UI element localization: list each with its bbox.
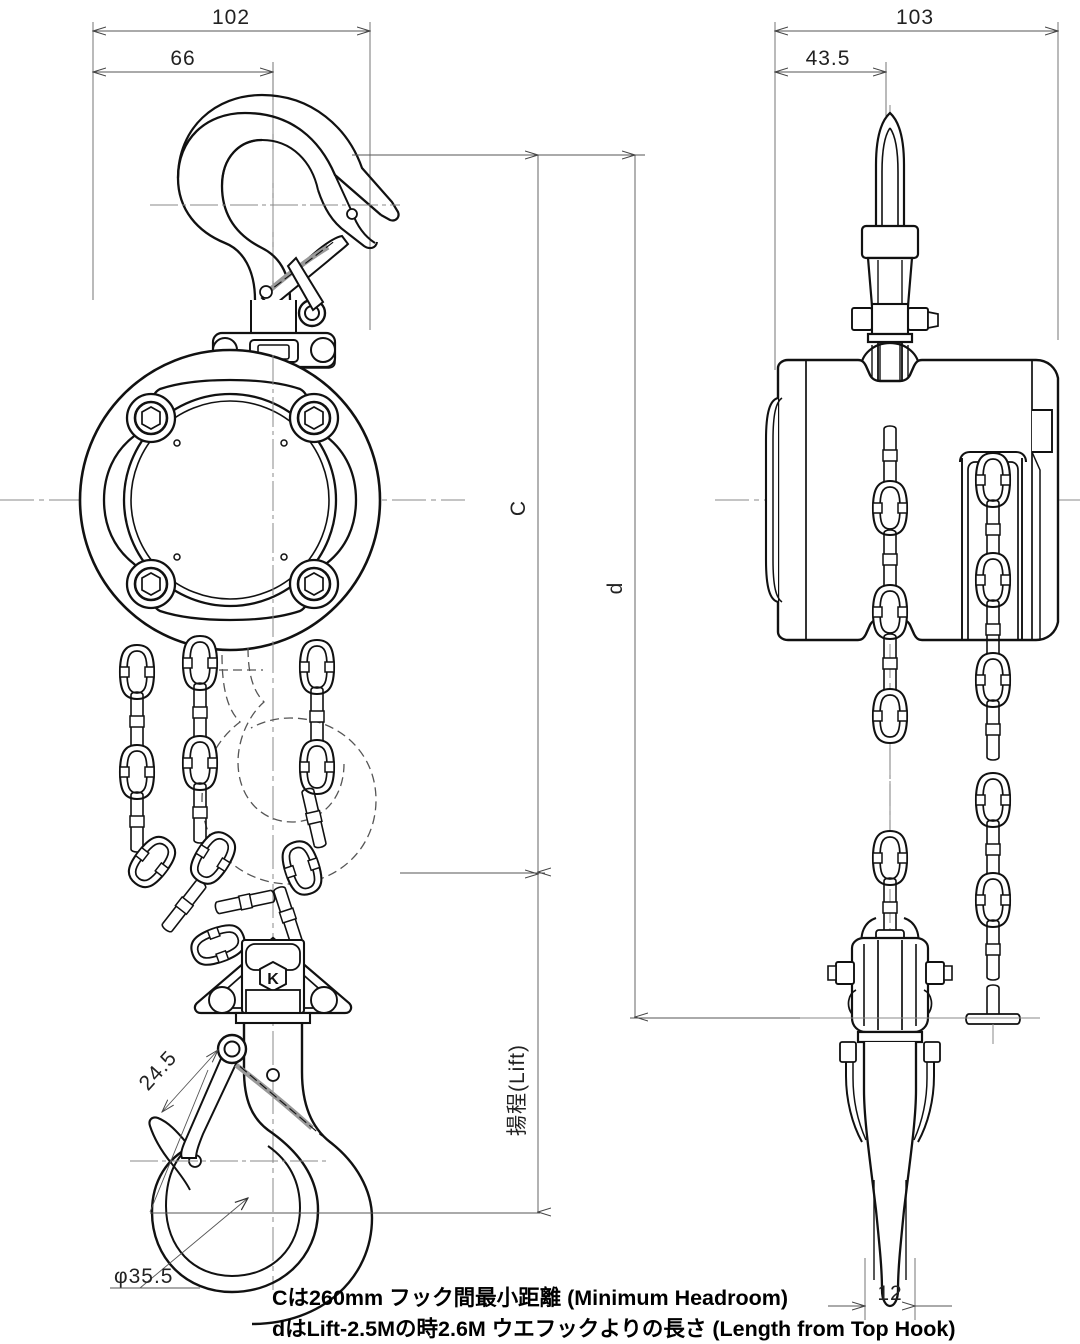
dim-66-label: 66 [170,47,195,70]
dimension-front-hook-offset: 66 [93,47,273,72]
dimension-shank-12: 12 [828,1258,952,1320]
dim-43-5-label: 43.5 [806,47,851,70]
dim-103-label: 103 [896,6,934,29]
dim-phi35-5-label: φ35.5 [114,1265,174,1288]
dimension-side-hook-offset: 43.5 [775,47,886,72]
notes-block: Cは260mm フック間最小距離 (Minimum Headroom) dはLi… [272,1285,956,1341]
top-hook-assembly [150,93,400,334]
bottom-hook-block-side [800,917,1040,1308]
dim-12-label: 12 [877,1282,902,1305]
dimension-hook-throat: φ35.5 [110,1198,248,1289]
dimension-front-width: 102 [93,6,370,31]
side-hand-chain-right [965,451,1021,1048]
vertical-dimensions: C 揚程(Lift) d [352,155,990,1212]
dim-C-label: C [507,500,530,516]
dimension-side-width: 103 [775,6,1058,31]
hoist-body-side [764,358,1060,642]
side-view: 103 43.5 [715,6,1080,1320]
brand-mark-k: K [267,971,279,988]
front-view: 102 66 [0,6,990,1326]
note-line-1: Cは260mm フック間最小距離 (Minimum Headroom) [272,1285,788,1310]
side-load-chain-center [871,425,909,939]
dim-d-label: d [604,582,627,595]
hoist-body-front [78,348,382,660]
dim-lift-label: 揚程(Lift) [506,1044,529,1136]
dim-102-label: 102 [212,6,250,29]
note-line-2: dはLift-2.5Mの時2.6M ウエフックよりの長さ (Length fro… [272,1317,956,1341]
bottom-hook-block: K [130,936,540,1326]
